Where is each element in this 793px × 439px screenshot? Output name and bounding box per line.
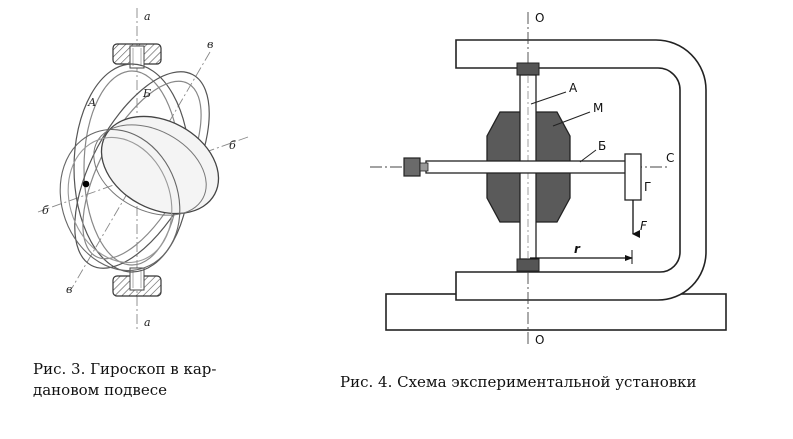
label-v-bottom: в	[66, 283, 72, 296]
figure-3-caption-line1: Рис. 3. Гироскоп в кар-	[33, 360, 217, 378]
figure-3-caption-line2: дановом подвесе	[33, 381, 167, 399]
figure-3-caption: Рис. 3. Гироскоп в кар- дановом подвесе	[33, 359, 273, 401]
bottom-bearing-4	[516, 258, 540, 272]
label-f: F	[640, 219, 648, 233]
label-a-bottom: a	[144, 316, 151, 329]
horizontal-rod-b	[425, 160, 633, 174]
top-bearing-4	[516, 62, 540, 76]
label-a: А	[569, 81, 578, 95]
label-b: Б	[598, 139, 606, 153]
top-bearing	[112, 43, 162, 69]
rotor-disk	[93, 115, 220, 216]
label-m: М	[593, 101, 603, 115]
label-o-top: О	[535, 11, 544, 25]
label-g: Г	[644, 180, 651, 194]
lower-ring	[59, 128, 181, 272]
label-o-bottom: О	[535, 333, 544, 347]
label-r: r	[574, 242, 581, 256]
experimental-setup-figure: О О А М Б С Г F r	[370, 11, 727, 347]
pivot-dot	[82, 180, 90, 188]
label-a-top: a	[144, 10, 151, 23]
label-c: С	[666, 151, 674, 165]
figure-4-caption: Рис. 4. Схема экспериментальной установк…	[340, 373, 697, 391]
label-ring-a: А	[87, 96, 96, 109]
label-b-left: б	[42, 204, 49, 217]
gyroscope-gimbal-figure: a a в в б б А Б	[37, 8, 249, 330]
label-b-right: б	[229, 139, 236, 152]
axis-v-line	[71, 51, 211, 289]
bottom-bearing	[112, 267, 162, 297]
c-frame	[455, 39, 707, 301]
label-ring-b: Б	[142, 87, 151, 100]
counterweight-nut	[403, 157, 421, 177]
label-v-top: в	[207, 38, 213, 51]
load-holder-g	[624, 153, 642, 201]
